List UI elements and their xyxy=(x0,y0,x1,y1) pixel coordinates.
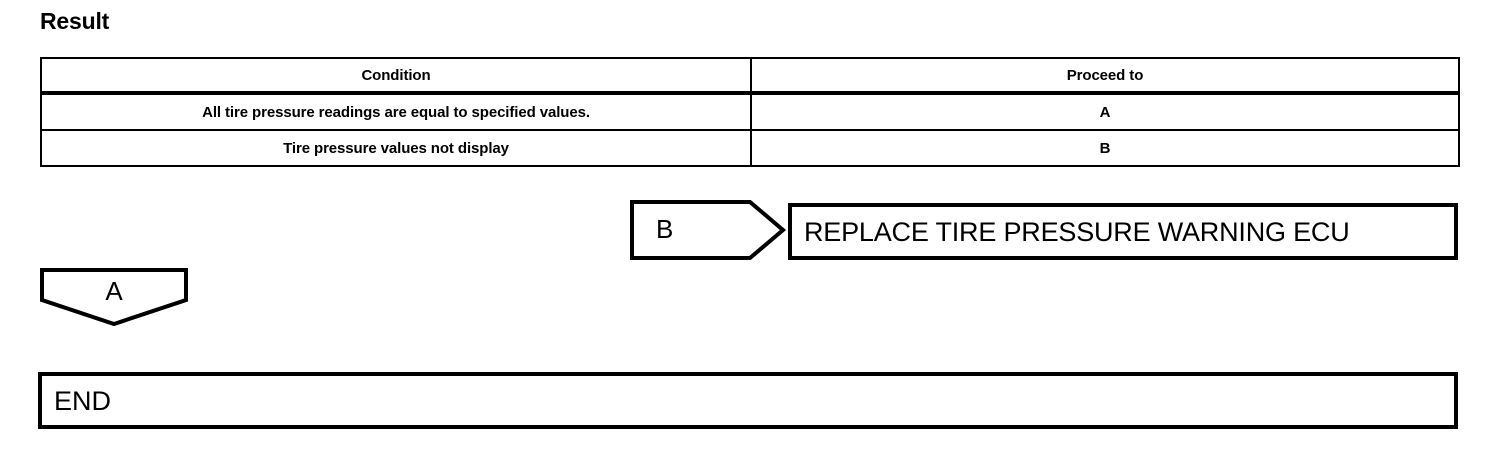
flow-box-replace-ecu: REPLACE TIRE PRESSURE WARNING ECU xyxy=(788,203,1458,260)
flow-connector-b: B xyxy=(630,200,787,260)
flow-box-end: END xyxy=(38,372,1458,429)
column-header-proceed-to: Proceed to xyxy=(750,57,1460,93)
flow-box-end-label: END xyxy=(54,385,112,416)
result-table: Condition Proceed to All tire pressure r… xyxy=(40,57,1460,167)
page-title: Result xyxy=(40,8,110,34)
header-rule-left xyxy=(40,91,752,94)
cell-proceed-to-1: A xyxy=(750,93,1460,131)
table-row: Tire pressure values not display B xyxy=(40,129,1460,167)
cell-condition-1: All tire pressure readings are equal to … xyxy=(40,93,752,131)
flow-connector-a: A xyxy=(40,268,188,327)
pentagon-down-icon xyxy=(40,268,188,327)
pentagon-right-arrow-icon xyxy=(630,200,787,260)
flow-box-replace-ecu-label: REPLACE TIRE PRESSURE WARNING ECU xyxy=(804,216,1350,247)
cell-proceed-to-2: B xyxy=(750,129,1460,167)
header-rule-right xyxy=(750,91,1460,94)
cell-condition-2: Tire pressure values not display xyxy=(40,129,752,167)
table-row: All tire pressure readings are equal to … xyxy=(40,93,1460,131)
header-rule xyxy=(40,91,1460,94)
table-header-row: Condition Proceed to xyxy=(40,57,1460,93)
column-header-condition: Condition xyxy=(40,57,752,93)
